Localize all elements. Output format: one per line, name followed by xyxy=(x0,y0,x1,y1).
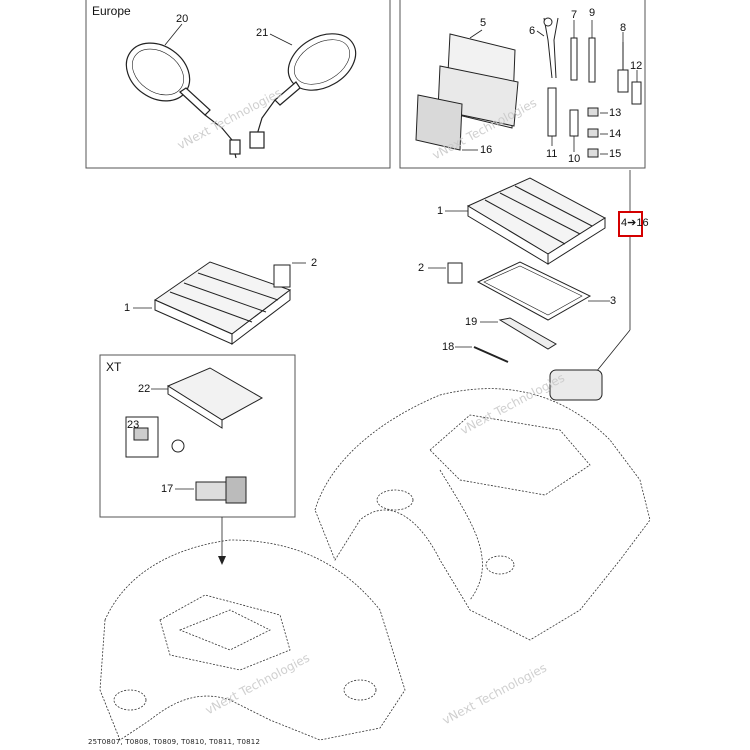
rear-fender-xt xyxy=(99,539,406,741)
callout-21: 21 xyxy=(256,27,269,39)
callout-5: 5 xyxy=(480,17,487,29)
callout-17: 17 xyxy=(161,483,174,495)
callout-23: 23 xyxy=(127,419,140,431)
rear-fender xyxy=(314,388,651,641)
region-label-europe: Europe xyxy=(92,4,131,18)
callout-22: 22 xyxy=(138,383,151,395)
reference-highlight-box[interactable] xyxy=(618,211,643,237)
callout-10: 10 xyxy=(568,153,581,165)
callout-18: 18 xyxy=(442,341,455,353)
xt-parts xyxy=(125,367,264,504)
reference-label: 4➔16 xyxy=(621,217,649,229)
callout-15: 15 xyxy=(609,148,622,160)
arrow-down-icon xyxy=(218,556,226,565)
key-18 xyxy=(473,346,509,363)
panel-frames xyxy=(85,0,646,518)
strap-19 xyxy=(498,317,557,350)
callout-13: 13 xyxy=(609,107,622,119)
callout-20: 20 xyxy=(176,13,189,25)
callout-2-left: 2 xyxy=(311,257,318,269)
wrench-7 xyxy=(570,37,578,81)
socket-11 xyxy=(547,87,557,137)
callout-14: 14 xyxy=(609,128,622,140)
callout-9: 9 xyxy=(589,7,596,19)
callout-8: 8 xyxy=(620,22,627,34)
manual xyxy=(415,94,463,151)
mirror-left xyxy=(125,42,241,159)
mirror-right xyxy=(249,33,357,149)
callout-2-right: 2 xyxy=(418,262,425,274)
leader-lines xyxy=(133,20,638,558)
callout-7: 7 xyxy=(571,9,578,21)
region-label-xt: XT xyxy=(106,360,122,374)
xt-panel xyxy=(99,354,296,518)
callout-11: 11 xyxy=(546,148,558,160)
pliers xyxy=(543,17,559,79)
callout-12: 12 xyxy=(630,60,643,72)
bit-holder xyxy=(631,81,642,105)
rack-right xyxy=(447,177,606,401)
callout-16: 16 xyxy=(480,144,493,156)
callout-6: 6 xyxy=(529,25,536,37)
seal-3 xyxy=(476,261,592,321)
tool-case xyxy=(549,369,603,401)
callout-3: 3 xyxy=(610,295,617,307)
tool-kit xyxy=(415,17,642,158)
callout-19: 19 xyxy=(465,316,478,328)
callout-1-left: 1 xyxy=(124,302,131,314)
wrench-9 xyxy=(588,37,596,83)
socket-10 xyxy=(569,109,579,137)
figure-reference-footer: 25T0807, T0808, T0809, T0810, T0811, T08… xyxy=(88,738,261,746)
rack-left xyxy=(153,261,292,346)
callout-1-top-right: 1 xyxy=(437,205,444,217)
